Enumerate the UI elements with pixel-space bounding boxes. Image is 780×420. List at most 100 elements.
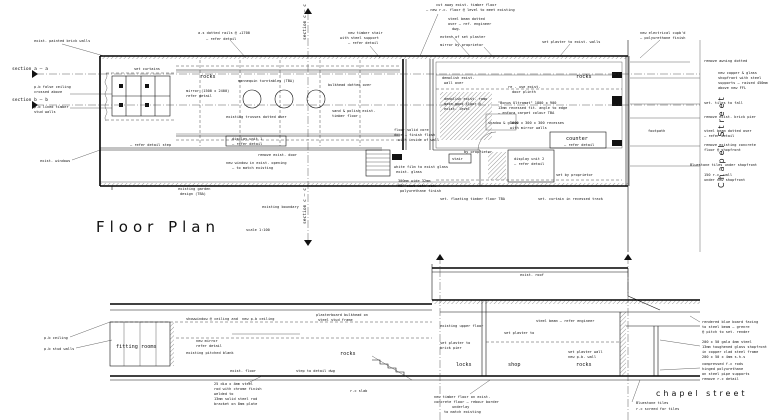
street-name: Chapel Street	[717, 94, 726, 188]
label-dotted-rails: a.s dotted rails @ +1700	[198, 31, 250, 35]
label-counter: counter	[566, 136, 588, 142]
section-front-shop: set plaster to brick pier set plaster to…	[434, 300, 700, 414]
label-polyurethane: — polyurethane finish	[640, 36, 685, 40]
label-recessed: 13mm recessed fit. angle to edge	[498, 106, 567, 110]
label-refer-detail-e: — refer detail	[232, 142, 262, 146]
label-pipe-supports: on steel pipe supports	[702, 372, 750, 376]
label-floor-solid-core: floor solid core	[394, 128, 429, 132]
label-fc-rods: compressed f.c rods	[702, 362, 743, 366]
floor-plan-title: Floor Plan	[96, 218, 220, 236]
label-set-plaster-to: set plaster to	[504, 331, 534, 335]
label-steel-beam-over: steel beam dotted over	[704, 129, 752, 133]
label-above-ffl: above new FFL	[718, 86, 746, 90]
label-supports-raised: supports — raised 450mm	[718, 81, 768, 85]
label-locks: locks	[456, 362, 472, 368]
label-bluestone-section: Bluestone tiles	[636, 401, 668, 405]
label-door-plinth: door plinth	[512, 90, 536, 94]
label-set-plaster-wall: set plaster wall	[568, 350, 603, 354]
label-demolish-exist: demolish exist.	[442, 76, 474, 80]
mirror-wall	[176, 65, 400, 141]
label-set-curtains: set curtains	[134, 67, 160, 71]
label-set-plaster-walls: set plaster to exist. walls	[542, 40, 600, 44]
label-enfora-carpet: — enfora carpet colour TBA	[498, 111, 555, 115]
label-existing-upper-floor: existing upper floor	[440, 324, 484, 328]
label-floating-floor: set. floating timber floor TBA	[440, 197, 506, 201]
label-copper-glass: new copper & glass	[718, 71, 757, 75]
label-new-mirror: new mirror	[196, 339, 218, 343]
label-new-window: new window in exist. opening	[226, 161, 287, 165]
label-refer-detail-step: — refer detail step	[130, 143, 171, 147]
section-drawing: exist. roof showwindow @ ceiling and new…	[44, 254, 767, 420]
label-exist-roof: exist. roof	[520, 273, 544, 277]
label-extent-plaster: extent of set plaster	[440, 35, 486, 39]
label-rc-screed: r.c screed for tiles	[636, 407, 679, 411]
label-pb-ceiling: p.b ceiling	[44, 336, 68, 340]
label-under-shopfront: under new shopfront	[704, 178, 745, 182]
label-new-timber-stair: new timber stair	[348, 31, 383, 35]
label-make-good: make good floor @	[444, 102, 482, 106]
label-step-detail: step to detail dwg	[296, 369, 335, 373]
label-stud-walls: stud walls	[34, 110, 56, 114]
label-blue-board: rendered blue board facing	[702, 320, 758, 324]
label-garden: existing garden	[178, 187, 210, 191]
front-shop	[435, 61, 623, 183]
label-ref-engineer: over — ref. engineer	[448, 22, 492, 26]
label-garden-design: design (TBA)	[180, 192, 206, 196]
label-crossed-above: crossed above	[34, 90, 62, 94]
label-mirror-walls: with mirror walls	[510, 126, 547, 130]
label-gala-steel: 200 x 50 gala 4mm steel	[702, 340, 752, 344]
label-demolish-ramp: demolish exist. ramp	[444, 97, 487, 101]
section-markers: section a — a section b — b section c — …	[12, 4, 700, 246]
label-bonus-ultramat: "Bonus Ultramat" 1800 x 900	[498, 101, 556, 105]
label-mirror-proprietor: mirror by proprietor	[440, 43, 484, 47]
display-unit-1	[225, 135, 287, 147]
label-refer-detail: refer detail	[196, 344, 222, 348]
label-set-plaster-brick: set plaster to	[440, 341, 470, 345]
label-shadow-glass: shadow & glass	[488, 121, 518, 125]
label-bulkhead: bulkhead dotted over	[328, 83, 372, 87]
label-curtain-track: set. curtain in recessed track	[538, 197, 604, 201]
label-bracket: bracket on 8mm plate	[214, 402, 257, 406]
label-brick-pier: brick pier	[440, 346, 462, 350]
label-remove-pier: remove exist. brick pier	[704, 115, 757, 119]
label-sand-polish: sand & polish exist.	[332, 109, 375, 113]
label-pb-false-ceiling: p.b false ceiling	[34, 85, 71, 89]
label-underlay: underlay	[452, 405, 470, 409]
label-door-finish: door — finish flush	[394, 133, 435, 137]
label-exist-level: exist. level	[444, 107, 470, 111]
label-display-unit-2: display unit 2	[514, 157, 544, 161]
label-pitched-blank: existing pitched blank	[186, 351, 234, 355]
label-new-pb-wall: new p.b. wall	[568, 355, 596, 359]
label-pb-stud-walls: p.b stud walls	[44, 347, 74, 351]
footpath-label: footpath	[648, 129, 665, 133]
label-new-timber-floor: new timber floor on exist.	[434, 395, 490, 399]
label-fitting-rooms: fitting rooms	[116, 344, 157, 350]
section-mirror: new mirror refer detail existing pitched…	[176, 333, 432, 357]
label-mdf-seat-2: MDF seat with set.	[398, 184, 437, 188]
label-electrical-cupboard: new electrical cupb'd	[640, 31, 685, 35]
section-c-line	[436, 254, 632, 420]
label-toughened-glass: 13mm toughened glass shopfront	[702, 345, 767, 349]
label-floor-shopfront: floor @ shopfront	[704, 148, 741, 152]
label-inside-wall: with inside of wall	[398, 138, 439, 142]
label-boundary: existing boundary	[262, 205, 300, 209]
label-bluestone: Bluestone tiles under shopfront	[690, 163, 757, 167]
label-reuse-door: re - use exist.	[508, 85, 540, 89]
label-by-proprietor: by proprietor	[464, 150, 493, 154]
label-to-steel-beam: to steel beam — grenre	[702, 325, 750, 329]
label-refer-detail-a: — refer detail	[206, 37, 236, 41]
label-exist-floor: exist. floor	[230, 369, 257, 373]
label-shs: 200 x 50 x 4mm s.h.s	[702, 355, 745, 359]
fitting-rooms	[104, 72, 176, 122]
label-steel-rod: 25 dia x 4mm steel	[214, 382, 253, 386]
label-rocks-section-b: rocks	[576, 362, 592, 368]
label-new-rc-floor: — new r.c. floor @ level to meet existin…	[426, 8, 515, 12]
label-solid-rod: 13mm solid steel rod	[214, 397, 257, 401]
label-shop: shop	[508, 362, 521, 368]
label-refer-detail-g: — refer detail	[514, 162, 544, 166]
label-showwindow: showwindow @ ceiling and	[186, 317, 238, 321]
label-steel-support: with steel support	[340, 36, 379, 40]
label-set-by-proprietor: set by proprietor	[556, 173, 594, 177]
label-mdf-seat: 300mm wide 32mm	[398, 179, 430, 183]
label-recesses: 1600 x 300 x 300 recesses	[510, 121, 564, 125]
